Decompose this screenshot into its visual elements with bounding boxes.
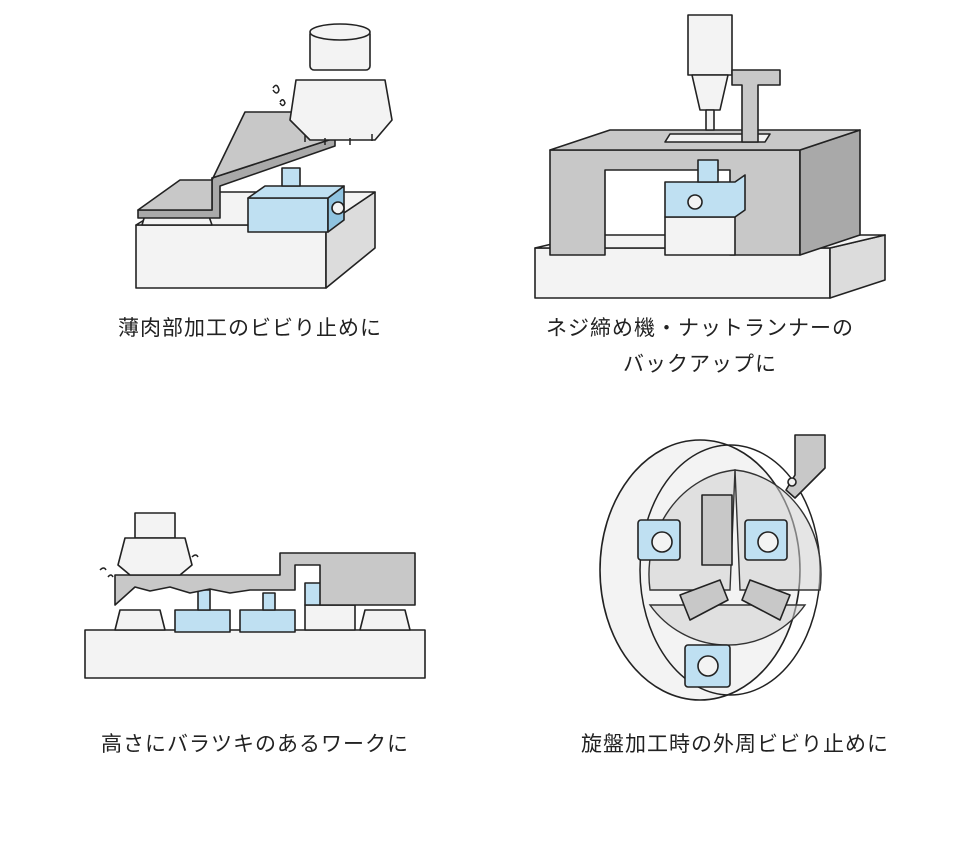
varying-height-scene-svg (84, 512, 426, 679)
work-support (664, 174, 746, 218)
support-port-bottom (697, 655, 719, 677)
lathe-scene-svg (599, 434, 826, 701)
cutting-tool (785, 434, 826, 499)
caption-panel-3: 高さにバラツキのあるワークに (101, 732, 409, 756)
chips (99, 554, 199, 578)
cutter-body (289, 79, 393, 141)
cutter-body (117, 537, 193, 576)
workpiece (114, 552, 416, 606)
caption-panel-4: 旋盤加工時の外周ビビり止めに (581, 732, 889, 756)
caption-panel-2-line-1: ネジ締め機・ナットランナーの (546, 316, 854, 340)
support-plunger (281, 167, 301, 187)
support-plunger-2 (262, 592, 276, 611)
support-port-left (651, 531, 673, 553)
work-support-1 (174, 609, 231, 633)
support-port (687, 194, 703, 210)
cutter-teeth (304, 134, 373, 145)
runner-body (691, 74, 729, 111)
base-plate (84, 629, 426, 679)
spindle (134, 512, 176, 539)
runner-motor (687, 14, 733, 76)
support-plunger-1 (197, 589, 211, 611)
tool-insert (787, 477, 797, 487)
support-plunger (697, 159, 719, 183)
rest-block-left (114, 609, 166, 631)
bridge-side (799, 129, 861, 256)
runner-arm (731, 69, 781, 143)
work-support-2 (239, 609, 296, 633)
illustration-varying-height-work (80, 505, 430, 680)
base-block-front (135, 224, 327, 289)
caption-panel-2-line-2: バックアップに (623, 352, 777, 376)
spindle-top (309, 23, 371, 41)
fastening-scene-svg (534, 14, 886, 299)
rest-block-right (359, 609, 411, 631)
chips (272, 84, 286, 107)
chuck-jaw-top (701, 494, 733, 566)
chuck-jaw-left (679, 579, 729, 621)
milling-scene-svg (135, 23, 393, 289)
work-support-body (247, 197, 329, 233)
support-pedestal-3 (304, 604, 356, 631)
support-port-right (757, 531, 779, 553)
illustration-screw-fastening (530, 10, 890, 300)
support-pedestal (664, 216, 736, 256)
illustration-thin-wall-milling (100, 20, 400, 290)
support-port (331, 201, 345, 215)
chuck-jaw-right (741, 579, 791, 621)
runner-bit (705, 109, 715, 131)
work-support-top (247, 185, 345, 199)
illustration-lathe-chuck (590, 430, 840, 705)
caption-panel-1: 薄肉部加工のビビり止めに (118, 316, 382, 340)
